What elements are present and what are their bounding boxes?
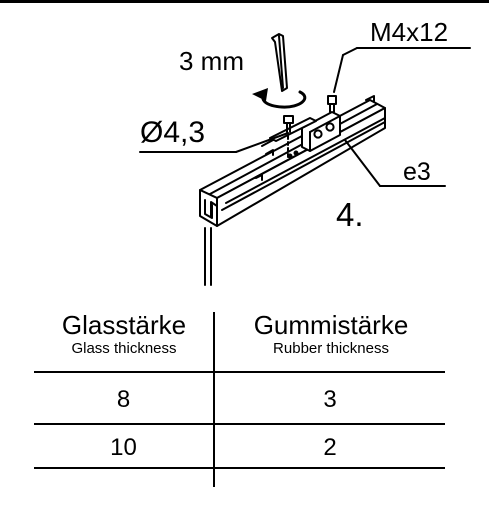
header-glass-sub: Glass thickness (71, 340, 177, 357)
label-hole-diameter: Ø4,3 (140, 116, 206, 149)
row-2-rubber: 2 (323, 434, 337, 461)
row-divider (34, 467, 445, 469)
row-divider (34, 371, 445, 373)
header-glass-thickness: Glasstärke Glass thickness (34, 312, 214, 356)
label-key-size: 3 mm (179, 46, 244, 76)
row-2-glass: 10 (110, 434, 137, 461)
header-glass-main: Glasstärke (61, 310, 187, 340)
allen-key (271, 33, 288, 92)
assembly-drawing (139, 33, 471, 286)
screw-m4x12 (327, 54, 344, 113)
label-screw-size: M4x12 (370, 17, 449, 47)
profile-rail (199, 95, 386, 227)
header-rubber-sub: Rubber thickness (273, 340, 389, 357)
glass-panel (204, 227, 212, 286)
row-1-rubber: 3 (323, 386, 337, 413)
thickness-table: Glasstärke Glass thickness Gummistärke R… (34, 312, 445, 487)
rotation-arrow (252, 88, 307, 109)
screw-small (283, 115, 294, 161)
header-rubber-main: Gummistärke (253, 310, 409, 340)
top-border (0, 0, 489, 3)
row-1-glass: 8 (116, 386, 131, 413)
label-gasket: e3 (403, 158, 431, 186)
header-rubber-thickness: Gummistärke Rubber thickness (217, 312, 445, 356)
column-divider (213, 312, 215, 487)
label-step-number: 4. (336, 196, 364, 233)
row-divider (34, 423, 445, 425)
